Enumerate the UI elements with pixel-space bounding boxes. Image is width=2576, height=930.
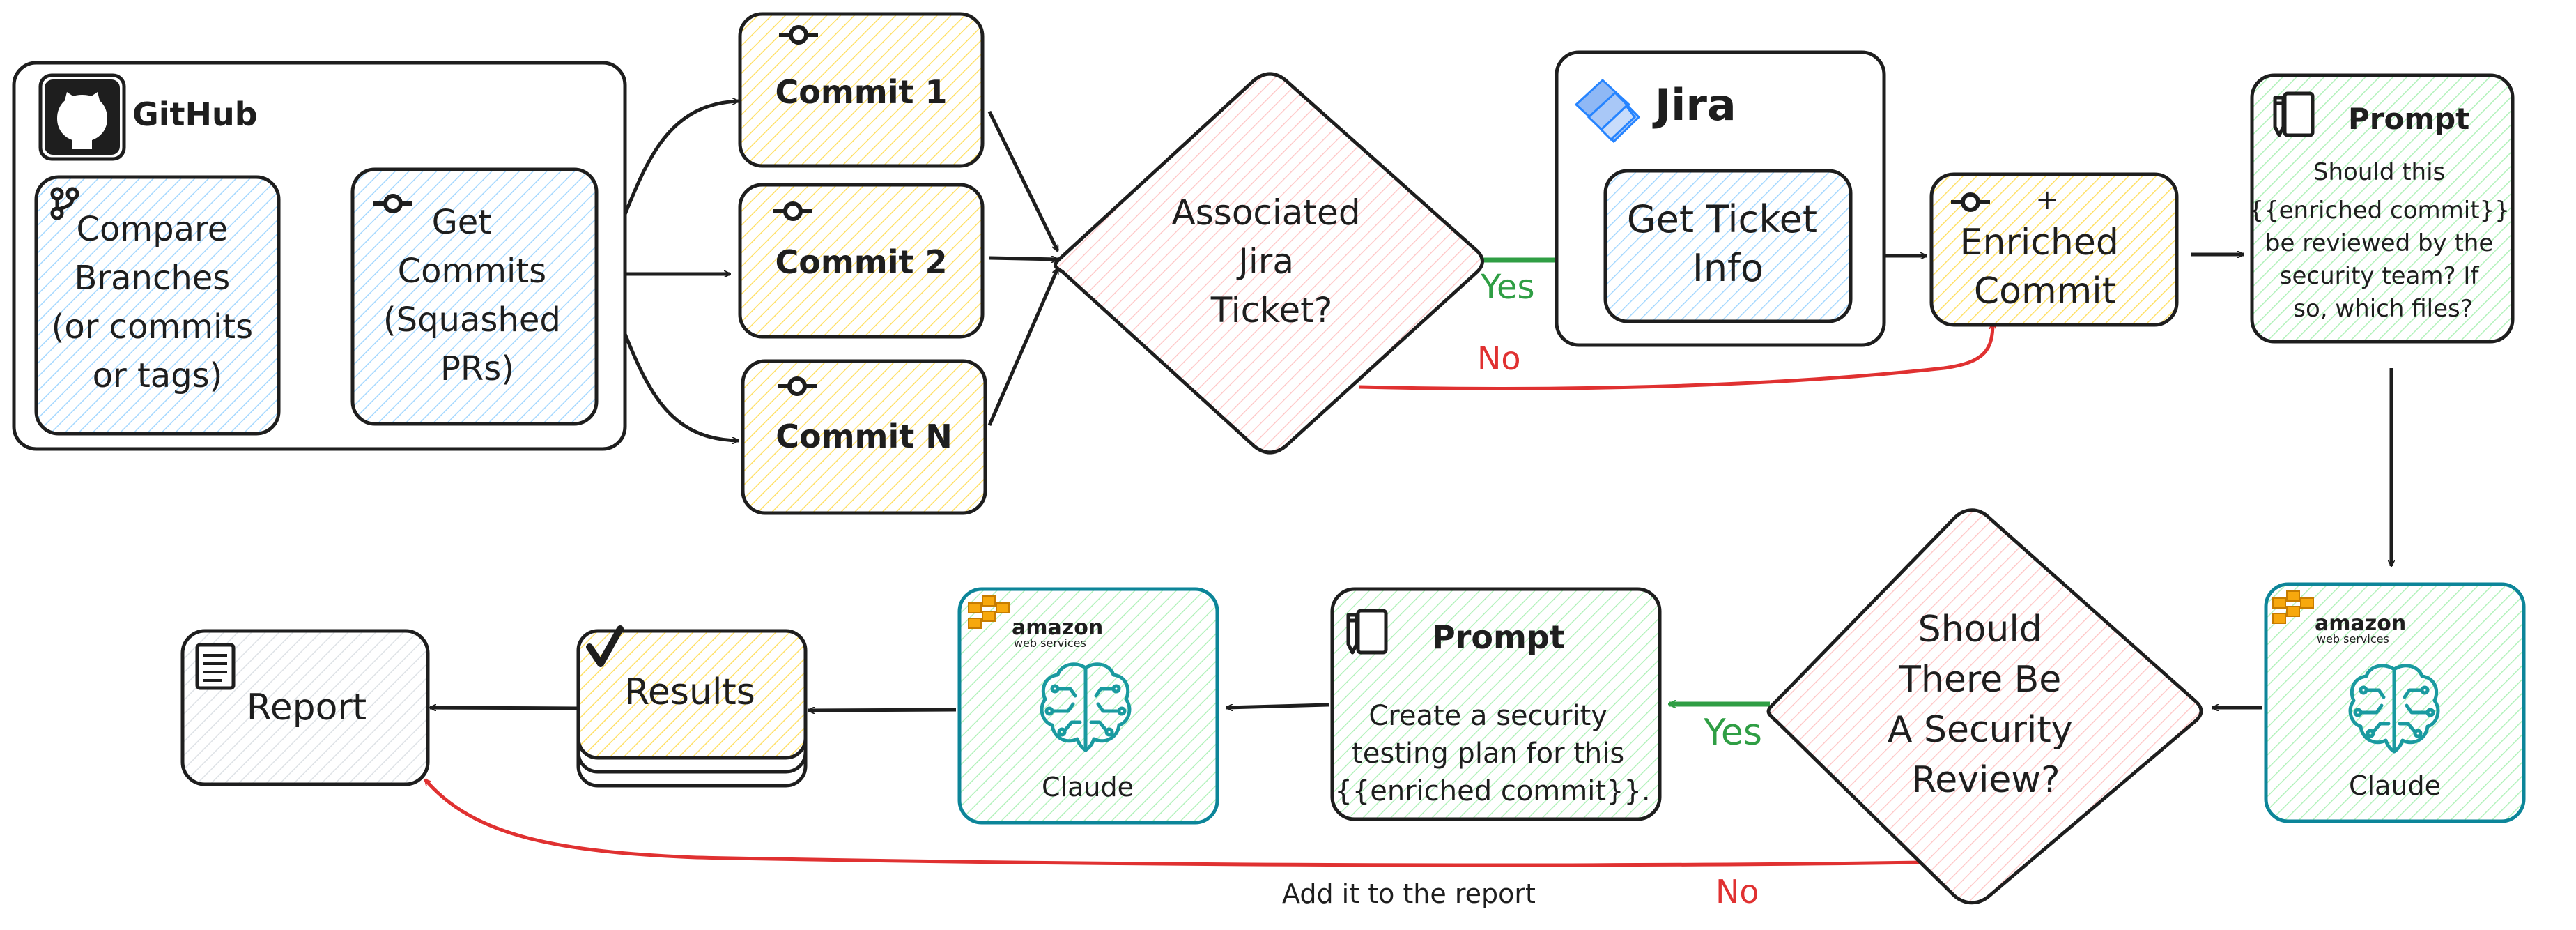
prompt-2-node: Prompt Create a security testing plan fo… [1330,587,1662,821]
jira-container: Jira Get Ticket Info [1555,50,1886,347]
decision-security-review: Should There Be A Security Review? [1766,508,2203,905]
commit-1-node: Commit 1 [738,12,985,168]
github-container: GitHub Compare Branches (or commits or t… [12,61,627,451]
jira-title: Jira [1652,79,1736,130]
claude-left-node: amazon web services Claude [957,587,1219,825]
github-title: GitHub [132,96,258,133]
branch-icon [50,187,79,220]
report-label: Report [247,687,367,729]
compare-line: or tags) [93,356,223,395]
compare-line: Compare [77,210,229,249]
enriched-commit-node: + Enriched Commit [1929,172,2179,327]
aws-logo: amazon web services [2272,590,2406,646]
getcommits-line: Commits [398,252,547,291]
decision-line: Ticket? [1210,290,1332,330]
prompt-line: so, which files? [2293,295,2473,323]
commit-label: Commit N [776,418,952,455]
yes-label: Yes [1703,712,1762,754]
edge-commit2-to-decision [989,258,1058,259]
decision-line: There Be [1898,659,2061,701]
notepad-icon [2275,93,2313,135]
svg-text:Create a security testin: Create a security testing plan for this … [1334,700,1650,807]
prompt-line: testing plan for this [1352,738,1624,770]
getcommits-line: PRs) [440,349,514,388]
svg-text:Should There Be A: Should There Be A Security Review? [1888,609,2084,801]
svg-text:Should this {{enriched c: Should this {{enriched commit}} be revie… [2249,158,2517,323]
enriched-plus: + [2035,184,2059,216]
no-label: No [1477,340,1521,377]
svg-text:Compare Branches: Compare Branches (or commits or tags) [52,210,264,395]
aws-logo: amazon web services [968,595,1103,650]
commit-n-node: Commit N [741,359,987,515]
edge-commit1-to-decision [987,110,1060,251]
svg-text:Associated Jira Ti: Associated Jira Ticket? [1172,192,1372,330]
aws-word: amazon [1012,616,1103,640]
prompt-title: Prompt [2348,102,2469,136]
svg-text:Get Commits (S: Get Commits (Squashed PRs) [383,203,571,388]
prompt-title: Prompt [1432,618,1565,656]
compare-line: (or commits [52,307,254,346]
prompt-line: Should this [2313,158,2445,186]
decision-line: Should [1918,609,2042,650]
getcommits-line: Get [432,203,492,242]
github-icon [38,73,126,161]
prompt-line: security team? If [2280,262,2480,290]
enriched-line: Commit [1974,270,2116,312]
prompt-line: {{enriched commit}} [2249,197,2509,224]
decision-line: Jira [1236,241,1294,282]
aws-sub: web services [1014,636,1086,650]
report-node: Report [180,629,430,786]
claude-label: Claude [1042,772,1134,802]
jira-icon [1574,78,1641,144]
add-to-report-label: Add it to the report [1282,878,1536,909]
commit-label: Commit 1 [775,73,947,111]
get-ticket-info-node: Get Ticket Info [1603,169,1853,323]
document-icon [195,643,236,690]
svg-text:Enriched Commit: Enriched Commit [1960,222,2131,312]
compare-line: Branches [74,259,230,298]
enriched-line: Enriched [1960,222,2119,264]
edge-no-to-report [424,779,1924,867]
results-label: Results [624,671,755,713]
yes-label: Yes [1480,268,1534,307]
decision-line: Associated [1172,192,1361,233]
prompt-line: {{enriched commit}}. [1334,775,1650,807]
edges [288,101,2391,867]
no-label: No [1715,873,1759,910]
edge-commitN-to-decision [987,268,1060,426]
aws-word: amazon [2315,611,2406,636]
claude-right-node: amazon web services Claude [2264,582,2526,823]
prompt-1-node: Prompt Should this {{enriched commit}} b… [2249,73,2517,344]
edge-no-to-enriched [1358,323,1993,390]
ticket-line: Info [1692,246,1764,290]
compare-branches-node: Compare Branches (or commits or tags) [34,175,281,436]
prompt-line: Create a security [1368,700,1607,732]
checkmark-icon [586,625,624,667]
decision-jira-ticket: Associated Jira Ticket? [1054,72,1484,455]
decision-line: Review? [1911,759,2060,801]
decision-line: A Security [1888,709,2073,751]
commit-2-node: Commit 2 [738,183,985,339]
get-commits-node: Get Commits (Squashed PRs) [350,167,599,426]
claude-label: Claude [2349,770,2441,801]
edge-prompt2-to-claude [1226,703,1329,708]
commit-label: Commit 2 [775,243,947,281]
notepad-icon [1348,611,1386,653]
ticket-line: Get Ticket [1627,197,1817,241]
svg-text:Get Ticket Info: Get Ticket Info [1627,197,1829,290]
results-node: Results [576,625,808,788]
getcommits-line: (Squashed [383,300,561,340]
aws-sub: web services [2317,632,2389,646]
prompt-line: be reviewed by the [2265,229,2493,257]
